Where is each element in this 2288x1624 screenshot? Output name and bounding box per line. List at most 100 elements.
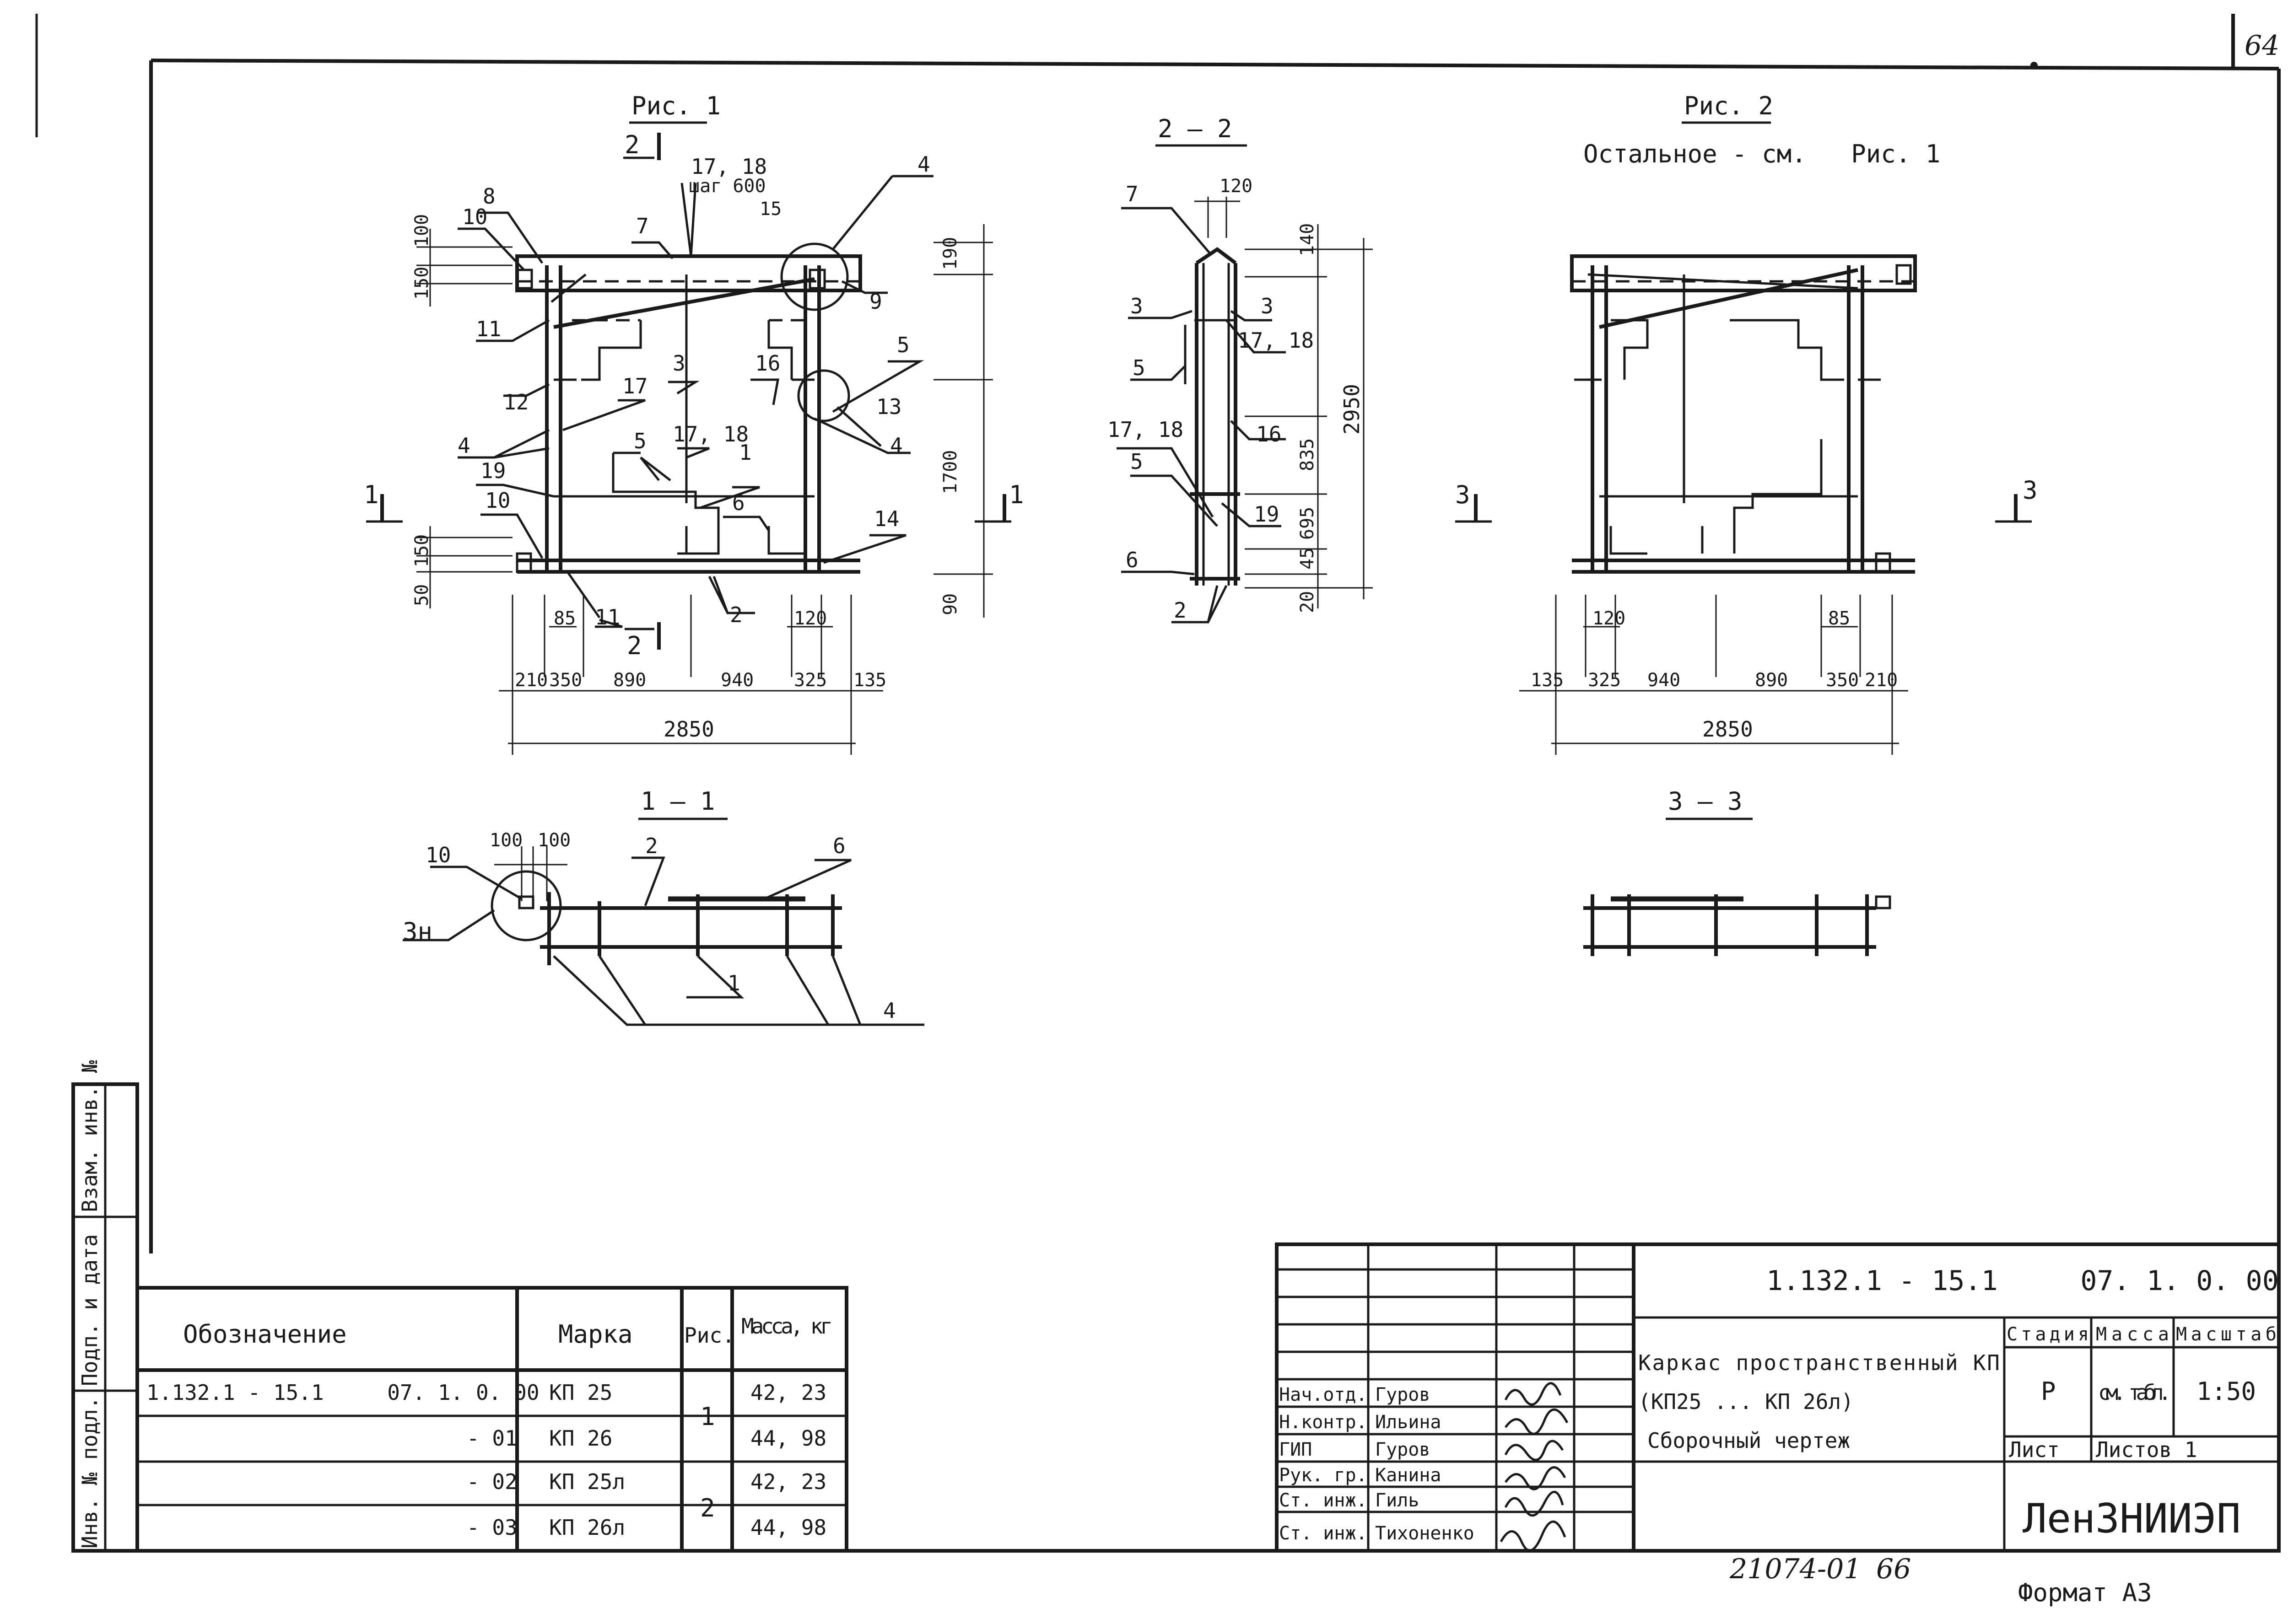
- fig1-leader-5-mid: 5: [634, 429, 647, 453]
- sec22-dim-120: 120: [1220, 176, 1252, 197]
- fig2: Рис. 2 Остальное - см. Рис. 1: [1455, 91, 2038, 755]
- spec-row-2-mass: 44, 98: [750, 1426, 826, 1451]
- fig1-leader-9: 9: [869, 289, 882, 314]
- sec11-leader-10: 10: [426, 843, 451, 867]
- sec22-dim-2950: 2950: [1339, 384, 1364, 435]
- sec22-dim-695: 695: [1297, 507, 1318, 540]
- fig1-dim-940: 940: [721, 670, 754, 691]
- spec-row-4-designation: - 03: [467, 1515, 518, 1540]
- spec-row-4-mark: КП 26л: [549, 1515, 625, 1540]
- fig1-leader-17-18: 17, 18: [691, 154, 767, 179]
- fig2-title: Рис. 2: [1684, 91, 1773, 120]
- staff-name-2: Ильина: [1375, 1412, 1441, 1433]
- sec22-leader-5-b: 5: [1130, 449, 1143, 474]
- fig1-dim-left-50: 50: [411, 584, 432, 606]
- fig1-dim-left-150b: 150: [411, 534, 432, 567]
- fig1-leader-19: 19: [480, 458, 506, 483]
- fig1-leader-6: 6: [732, 490, 745, 515]
- spec-row-1-mass: 42, 23: [750, 1380, 826, 1405]
- fig1-leader-16: 16: [755, 351, 780, 376]
- staff-name-6: Тихоненко: [1375, 1523, 1474, 1544]
- title-name-3: Сборочный чертеж: [1647, 1428, 1850, 1453]
- sec22-dim-835: 835: [1297, 438, 1318, 471]
- sec33-title: 3 — 3: [1668, 787, 1743, 816]
- sec22-leader-17-18-b: 17, 18: [1107, 417, 1183, 442]
- sec11-title: 1 — 1: [641, 787, 715, 816]
- sec11-dim-100b: 100: [538, 830, 571, 851]
- fig2-dim-120: 120: [1592, 608, 1625, 629]
- sec11-dim-100a: 100: [490, 830, 523, 851]
- fig1-leader-12: 12: [503, 390, 529, 414]
- sec22-leader-3-left: 3: [1130, 294, 1143, 318]
- fig1-dim-left-150: 150: [411, 267, 432, 300]
- spec-header-fig: Рис.: [684, 1323, 735, 1348]
- bottom-note-mid: 66: [1876, 1553, 1911, 1585]
- sec11-leader-3n: 3н: [403, 917, 432, 946]
- title-col-stage: Стадия: [2007, 1324, 2089, 1345]
- sec22-leader-2: 2: [1174, 598, 1187, 623]
- sec22-leader-5: 5: [1133, 355, 1145, 380]
- sec22-leader-7: 7: [1126, 182, 1139, 206]
- title-name-1: Каркас пространственный КП: [1638, 1350, 2000, 1375]
- staff-role-2: Н.контр.: [1279, 1412, 1367, 1433]
- fig1-leader-2-bottom: 2: [730, 602, 743, 627]
- staff-name-5: Гиль: [1375, 1490, 1419, 1511]
- stamp-podp-data: Подп. и дата: [77, 1234, 102, 1386]
- sec22-leader-16: 16: [1256, 422, 1281, 446]
- fig1-dim-120: 120: [794, 608, 827, 629]
- fig2-dim-210: 210: [1865, 670, 1898, 691]
- fig1-section-mark-top: 2: [625, 130, 640, 159]
- title-org: ЛенЗНИИЭП: [2023, 1495, 2241, 1542]
- fig1-dim-total: 2850: [664, 717, 714, 742]
- spec-row-3-designation: - 02: [467, 1469, 518, 1494]
- sec22-title: 2 — 2: [1158, 114, 1232, 143]
- staff-name-1: Гуров: [1375, 1384, 1430, 1405]
- title-name-2: (КП25 ... КП 26л): [1638, 1389, 1854, 1414]
- spec-row-1-mark: КП 25: [549, 1380, 612, 1405]
- fig2-dim-135: 135: [1531, 670, 1564, 691]
- fig2-dim-350: 350: [1826, 670, 1859, 691]
- fig1-leader-7: 7: [636, 214, 649, 238]
- title-sheets-label: Листов 1: [2096, 1437, 2197, 1462]
- fig1-dim-325: 325: [794, 670, 827, 691]
- fig1-leader-5-right: 5: [897, 333, 910, 357]
- fig1-dim-right-190: 190: [940, 237, 961, 270]
- staff-role-4: Рук. гр.: [1279, 1465, 1367, 1486]
- sec11-leader-4: 4: [883, 998, 896, 1023]
- sec22-leader-17-18: 17, 18: [1238, 328, 1314, 353]
- fig1-title: Рис. 1: [631, 91, 721, 120]
- staff-role-6: Ст. инж.: [1279, 1523, 1367, 1544]
- staff-role-3: ГИП: [1279, 1439, 1312, 1460]
- staff-name-4: Канина: [1375, 1465, 1441, 1486]
- fig1-leader-4-top: 4: [917, 152, 930, 177]
- title-stage: Р: [2041, 1377, 2056, 1406]
- fig2-dim-85: 85: [1828, 608, 1850, 629]
- sheet-frame: 64: [35, 14, 2281, 1553]
- fig1-leader-step: шаг 600: [689, 176, 766, 197]
- fig2-dim-325: 325: [1588, 670, 1621, 691]
- fig1-section-left: 1: [364, 480, 379, 509]
- fig1-leader-13: 13: [876, 394, 901, 419]
- sec22-dim-20: 20: [1297, 591, 1318, 613]
- stamp-vzam-inv: Взам. инв. №: [77, 1060, 102, 1212]
- fig1-dim-right-1700: 1700: [940, 450, 961, 494]
- sec22-dim-140: 140: [1297, 223, 1318, 256]
- section-2-2: 2 — 2 7 3 3 17, 18 5 17, 18: [1107, 114, 1373, 624]
- corner-number: 64: [2245, 30, 2279, 62]
- spec-row-1-designation: 1.132.1 - 15.1 07. 1. 0. 00: [146, 1380, 540, 1405]
- fig2-dim-890: 890: [1755, 670, 1788, 691]
- fig1-leader-3: 3: [673, 351, 685, 376]
- fig1: Рис. 1 2: [364, 91, 1024, 755]
- fig1-dim-210: 210: [515, 670, 548, 691]
- title-mass: см. табл.: [2098, 1380, 2171, 1405]
- side-stamp: Инв. № подл. Подп. и дата Взам. инв. №: [71, 1060, 139, 1553]
- spec-row-3-mark: КП 25л: [549, 1469, 625, 1494]
- spec-fig-group-1: 1: [700, 1402, 715, 1431]
- fig2-top-beam: [1570, 254, 1917, 292]
- title-col-scale: Масштаб: [2176, 1324, 2277, 1345]
- fig1-section-mark-bottom: 2: [627, 631, 642, 660]
- spec-row-3-mass: 42, 23: [750, 1469, 826, 1494]
- section-3-3: 3 — 3: [1583, 787, 1891, 956]
- fig1-leader-17-18-mid: 17, 18: [673, 422, 749, 446]
